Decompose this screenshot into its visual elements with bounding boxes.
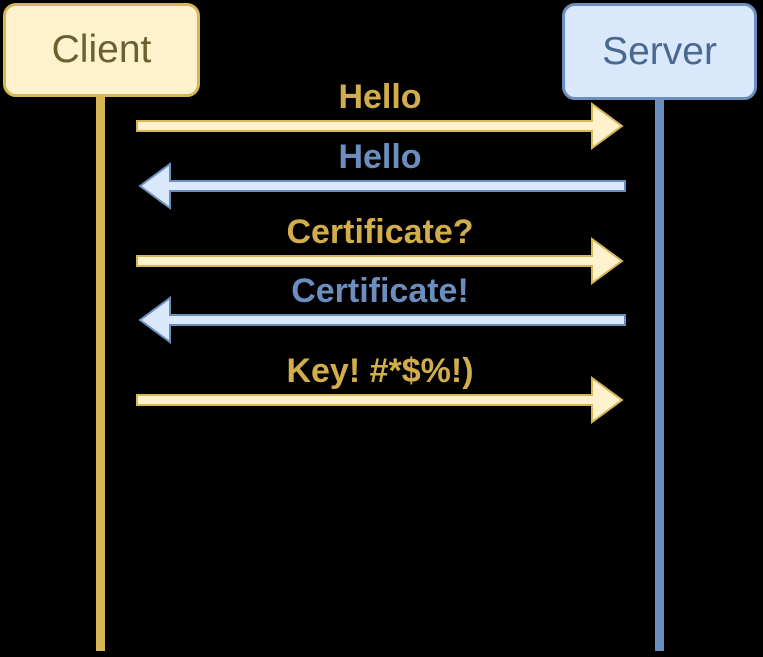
arrow-left-certificate-response <box>138 296 626 344</box>
message-label-key: Key! #*$%!) <box>286 352 474 390</box>
arrow-right-certificate-request <box>136 237 624 285</box>
message-label-certificate-response: Certificate! <box>291 272 469 310</box>
message-label-hello-client: Hello <box>338 78 422 116</box>
client-lifeline <box>96 94 105 651</box>
actor-server-label: Server <box>602 29 717 73</box>
message-label-certificate-request: Certificate? <box>286 213 474 251</box>
server-lifeline <box>655 97 664 651</box>
arrow-right-client-hello <box>136 102 624 150</box>
actor-box-client: Client <box>3 3 200 97</box>
arrow-left-server-hello <box>138 162 626 210</box>
actor-client-label: Client <box>51 28 152 71</box>
arrow-right-key <box>136 376 624 424</box>
message-label-hello-server: Hello <box>338 138 422 176</box>
